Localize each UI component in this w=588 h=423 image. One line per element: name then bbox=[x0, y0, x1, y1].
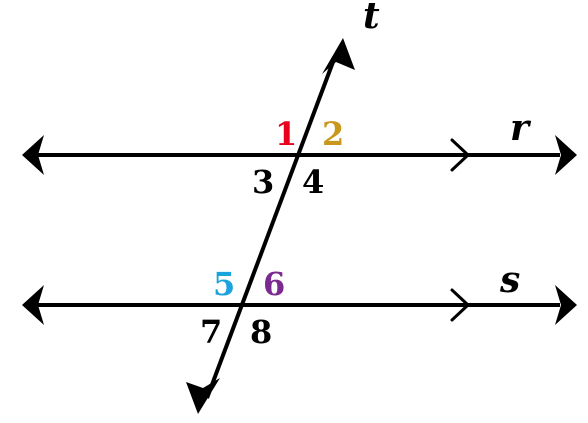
angle-6-label: 6 bbox=[263, 265, 285, 303]
line-t-top-arrowhead bbox=[322, 38, 355, 74]
angle-4-label: 4 bbox=[302, 163, 324, 201]
angle-3-label: 3 bbox=[252, 163, 274, 201]
line-s-right-arrowhead bbox=[555, 285, 577, 325]
line-s-label: s bbox=[499, 259, 520, 301]
line-r-label: r bbox=[510, 107, 532, 149]
line-s-parallel-tick bbox=[450, 288, 470, 322]
line-s bbox=[22, 285, 577, 325]
line-r-parallel-tick bbox=[450, 138, 470, 172]
line-r-right-arrowhead bbox=[555, 135, 577, 175]
angle-2-label: 2 bbox=[322, 115, 344, 153]
line-s-left-arrowhead bbox=[22, 285, 44, 325]
line-t-bottom-arrowhead bbox=[186, 378, 220, 414]
line-t bbox=[186, 38, 355, 414]
line-r-left-arrowhead bbox=[22, 135, 44, 175]
angle-5-label: 5 bbox=[213, 265, 235, 303]
angle-7-label: 7 bbox=[200, 313, 222, 351]
angle-1-label: 1 bbox=[275, 115, 297, 153]
angle-8-label: 8 bbox=[250, 313, 272, 351]
line-t-label: t bbox=[363, 0, 380, 37]
